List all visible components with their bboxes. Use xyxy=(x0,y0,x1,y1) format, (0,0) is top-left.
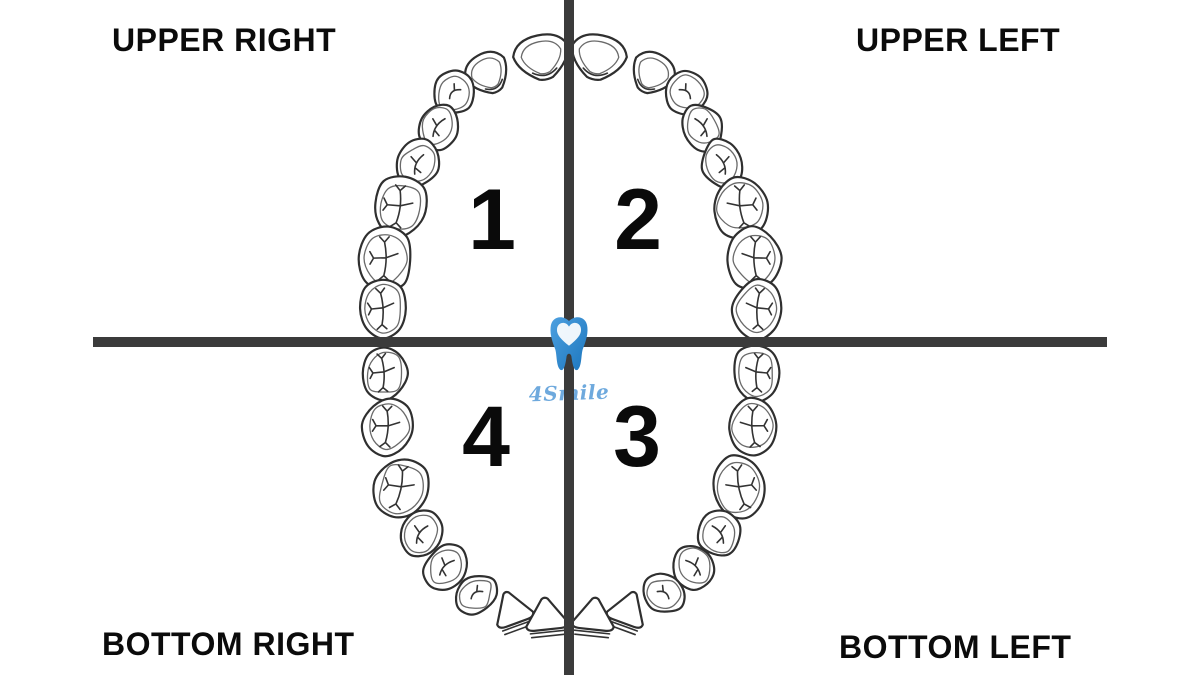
tooth xyxy=(496,590,535,636)
tooth xyxy=(570,33,628,81)
tooth xyxy=(728,396,778,457)
tooth xyxy=(672,545,716,591)
tooth xyxy=(664,69,709,116)
tooth xyxy=(605,590,644,636)
quadrant-4-number: 4 xyxy=(462,389,510,485)
tooth xyxy=(700,137,744,191)
tooth xyxy=(357,225,412,291)
tooth xyxy=(642,572,686,613)
label-bottom-left: BOTTOM LEFT xyxy=(839,629,1072,665)
tooth xyxy=(360,397,414,458)
quadrant-3-number: 3 xyxy=(613,389,661,485)
tooth xyxy=(433,69,475,114)
tooth xyxy=(570,596,615,639)
tooth xyxy=(726,225,783,290)
horizontal-divider-line xyxy=(93,337,1107,347)
tooth xyxy=(733,344,781,404)
tooth xyxy=(712,454,766,520)
tooth xyxy=(696,509,742,557)
tooth-icon xyxy=(550,317,588,371)
label-upper-right: UPPER RIGHT xyxy=(112,22,337,58)
label-upper-left: UPPER LEFT xyxy=(856,22,1061,58)
tooth xyxy=(374,175,428,239)
tooth xyxy=(395,137,441,190)
tooth xyxy=(422,543,469,591)
tooth xyxy=(525,596,570,639)
tooth xyxy=(713,175,770,240)
tooth xyxy=(464,50,508,95)
tooth xyxy=(358,278,407,340)
tooth xyxy=(361,346,409,402)
tooth xyxy=(681,103,723,153)
quadrant-1-number: 1 xyxy=(468,172,516,268)
label-bottom-right: BOTTOM RIGHT xyxy=(102,626,355,662)
tooth xyxy=(417,103,460,152)
tooth xyxy=(454,575,499,616)
tooth xyxy=(730,277,783,342)
tooth xyxy=(372,458,430,519)
quadrant-2-number: 2 xyxy=(614,172,662,268)
tooth xyxy=(399,509,444,558)
tooth xyxy=(632,50,676,95)
